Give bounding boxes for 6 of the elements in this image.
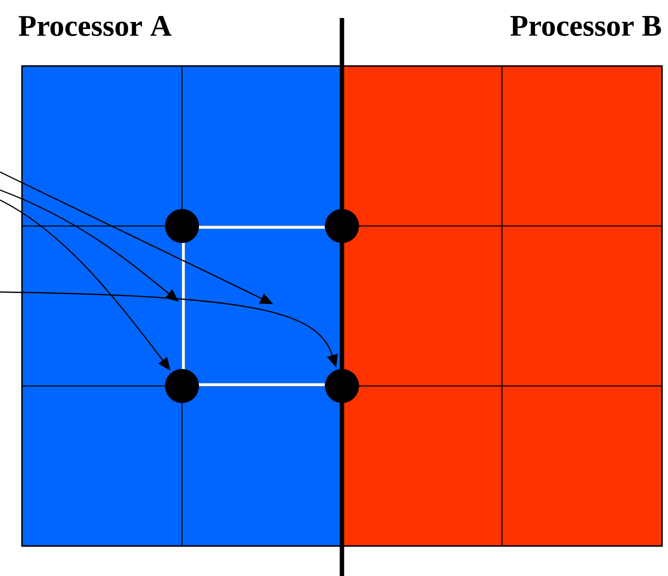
heading: Processor A [18, 16, 172, 36]
grid-point [165, 369, 199, 403]
grid-point [165, 209, 199, 243]
heading: Processor B [510, 16, 661, 36]
grid-point [325, 369, 359, 403]
grid-point [325, 209, 359, 243]
